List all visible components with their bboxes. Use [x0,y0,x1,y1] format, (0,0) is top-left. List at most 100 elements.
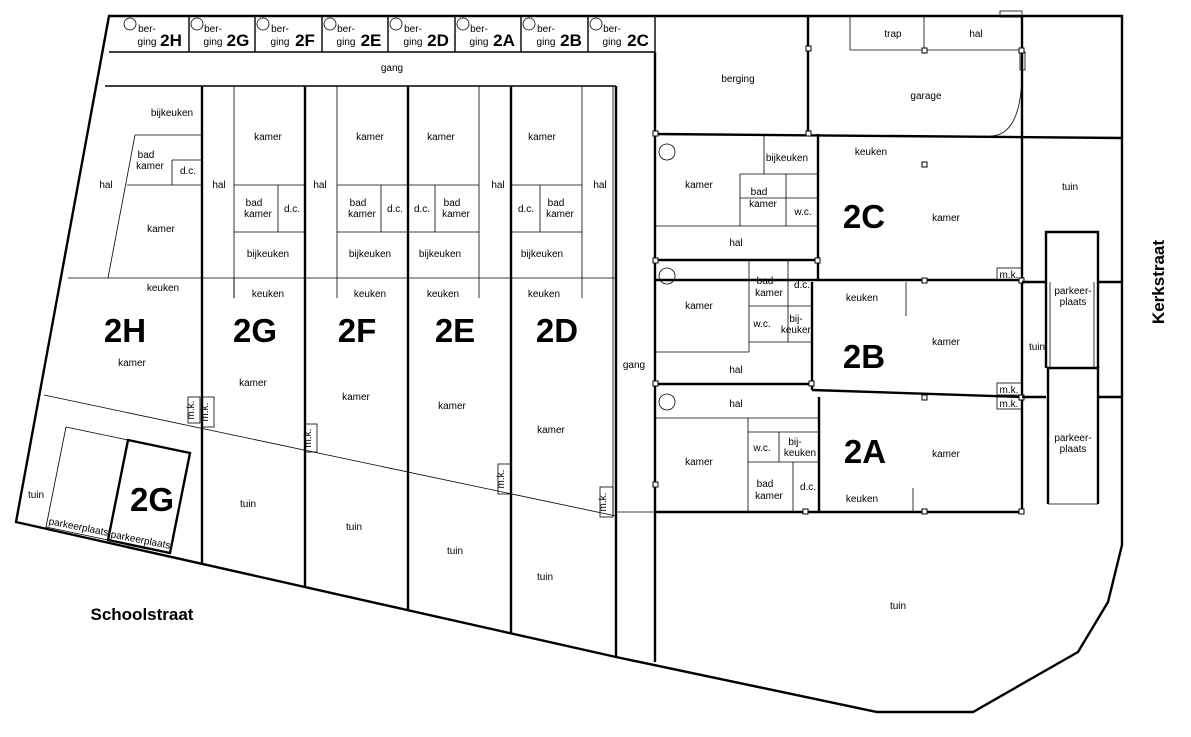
unit-2a-kamer: kamer [932,449,960,460]
unit-2b-keuken: keuken [846,293,878,304]
berging-2a-bottom: ging [470,37,489,48]
berging-2e-unit: 2E [361,31,382,50]
berging-2g-unit: 2G [227,31,250,50]
unit-2h-label: 2H [104,312,146,349]
unit-2c-kamer-left: kamer [685,180,713,191]
gang-side-label: gang [623,360,645,371]
gang-top-label: gang [381,63,403,74]
unit-2f-keuken: keuken [354,289,386,300]
unit-2e-tuin: tuin [447,546,463,557]
unit-2h-tuin: tuin [28,490,44,501]
unit-2d-bad-top: bad [548,198,565,209]
tuin-right-mid: tuin [1029,342,1045,353]
site-outline [14,14,1124,714]
unit-2f-bad-bottom: kamer [348,209,376,220]
unit-2g-keuken: keuken [252,289,284,300]
street-kerkstraat: Kerkstraat [1149,240,1168,324]
unit-2h-keuken: keuken [147,283,179,294]
unit-2a-wc: w.c. [752,443,770,454]
unit-2b-bad-bottom: kamer [755,288,783,299]
unit-2g-tuin: tuin [240,499,256,510]
unit-2d-dc: d.c. [518,204,534,215]
unit-2e-label: 2E [435,312,475,349]
unit-2h-bad-bottom: kamer [136,161,164,172]
berging-2g-bottom: ging [204,37,223,48]
unit-2a-bij-bottom: keuken [784,448,816,459]
parkeer-right-1-bottom: plaats [1060,297,1087,308]
unit-2f-dc: d.c. [387,204,403,215]
unit-2g-kamer: kamer [239,378,267,389]
unit-2d-mk: m.k. [598,493,609,512]
unit-2c-bijkeuken: bijkeuken [766,153,808,164]
unit-2d-hal: hal [593,180,606,191]
unit-2g-bad-bottom: kamer [244,209,272,220]
unit-2c-bad-top: bad [751,187,768,198]
unit-2h-kamer: kamer [118,358,146,369]
unit-2c-wc: w.c. [793,207,811,218]
berging-2d-bottom: ging [404,37,423,48]
unit-2c-mk: m.k. [1000,270,1019,281]
unit-2c-label: 2C [843,198,885,235]
unit-2d-kamer: kamer [537,425,565,436]
unit-2h-mk: m.k. [186,401,197,420]
berging-2f-bottom: ging [271,37,290,48]
street-schoolstraat: Schoolstraat [91,605,194,624]
berging-2d: ber- ging 2D [404,24,449,50]
unit-2b-kamer: kamer [932,337,960,348]
berging-2h-bottom: ging [138,37,157,48]
unit-2e: kamer hal d.c. bad kamer bijkeuken keuke… [408,86,512,557]
unit-2g-dc: d.c. [284,204,300,215]
berging-2c-unit: 2C [627,31,649,50]
unit-2d-keuken: keuken [528,289,560,300]
hal-garage-label: hal [969,29,982,40]
unit-2a-hal: hal [729,399,742,410]
unit-2h-bad-top: bad [138,150,155,161]
unit-2b-hal: hal [729,365,742,376]
unit-2a-kamer-left: kamer [685,457,713,468]
unit-2f-tuin: tuin [346,522,362,533]
unit-2e-mk: m.k. [496,470,507,489]
unit-2c-hal: hal [729,238,742,249]
unit-2a-mk: m.k. [1000,399,1019,410]
berging-2b-top: ber- [537,24,555,35]
unit-2c-keuken: keuken [855,147,887,158]
unit-2b-kamer-left: kamer [685,301,713,312]
berging-2c: ber- ging 2C [603,24,649,50]
unit-2g-bijkeuken: bijkeuken [247,249,289,260]
unit-2a-keuken: keuken [846,494,878,505]
right-block: berging trap hal garage kamer bijkeuken … [652,10,1123,662]
parkeer-right-2-top: parkeer- [1054,433,1091,444]
berging-2h-top: ber- [138,24,156,35]
tuin-bottom: tuin [890,601,906,612]
berging-2e-top: ber- [337,24,355,35]
berging-2a: ber- ging 2A [470,24,515,50]
unit-2e-hal: hal [491,180,504,191]
unit-2e-bad-top: bad [444,198,461,209]
unit-2g-bad-top: bad [246,198,263,209]
unit-2b-wc: w.c. [752,319,770,330]
berging-2a-top: ber- [470,24,488,35]
unit-2h-dc: d.c. [180,166,196,177]
unit-2f: kamer hal bad kamer d.c. bijkeuken keuke… [303,86,408,533]
berging-2a-unit: 2A [493,31,515,50]
unit-2d-bad-bottom: kamer [546,209,574,220]
unit-2f-kamer: kamer [342,392,370,403]
unit-2b-bij-top: bij- [789,314,802,325]
garage-label: garage [910,91,942,102]
unit-2e-kamer-top: kamer [427,132,455,143]
row-units [43,86,655,657]
unit-2f-bad-top: bad [350,198,367,209]
berging-2b-unit: 2B [560,31,582,50]
berging-2d-unit: 2D [427,31,449,50]
unit-2f-bijkeuken: bijkeuken [349,249,391,260]
unit-2h-hal: hal [99,180,112,191]
unit-2b-bad-top: bad [757,276,774,287]
unit-2f-mk: m.k. [303,429,314,448]
unit-2f-kamer-top: kamer [356,132,384,143]
unit-2b-label: 2B [843,338,885,375]
unit-2a-bij-top: bij- [788,437,801,448]
berging-2f: ber- ging 2F [271,24,315,50]
unit-2h-kamer-top: kamer [147,224,175,235]
unit-2e-kamer: kamer [438,401,466,412]
trap-label: trap [884,29,902,40]
